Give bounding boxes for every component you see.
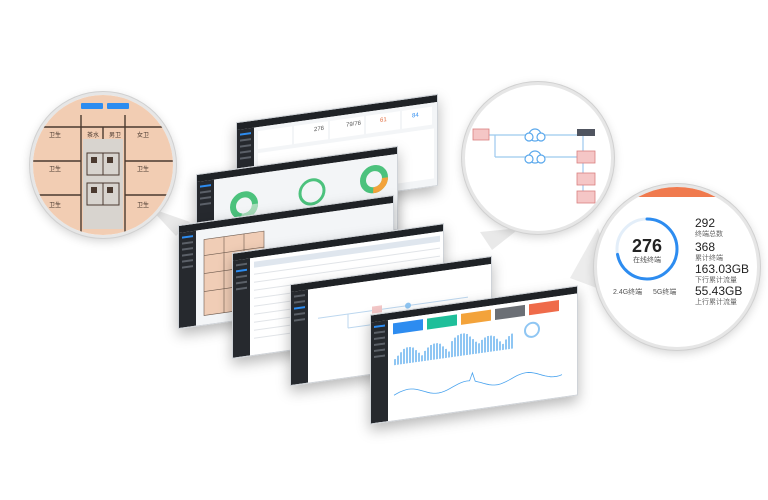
online-label: 在线终端 xyxy=(633,257,661,264)
room-label-4: 男卫 xyxy=(109,132,121,139)
side-nav xyxy=(371,320,388,424)
topology-cone xyxy=(480,228,520,250)
floorplan-button-2[interactable] xyxy=(107,103,129,109)
source-device-icon[interactable] xyxy=(472,128,490,141)
traffic-bar xyxy=(484,337,486,353)
traffic-bar xyxy=(475,341,477,354)
traffic-bar xyxy=(448,351,450,358)
traffic-bar xyxy=(496,338,498,351)
traffic-charts xyxy=(393,321,563,396)
traffic-bar xyxy=(427,347,429,361)
traffic-bar xyxy=(412,347,414,363)
traffic-line xyxy=(393,371,563,396)
traffic-bar xyxy=(445,348,447,359)
top-strip xyxy=(637,187,727,197)
traffic-bar xyxy=(442,346,444,359)
traffic-bar xyxy=(508,335,510,350)
traffic-bar xyxy=(469,336,471,355)
traffic-bar xyxy=(397,355,399,365)
stat-cumulative: 368 累计终端 xyxy=(695,240,723,263)
side-nav xyxy=(291,289,308,386)
room-label-8: 卫生 xyxy=(137,201,149,209)
room-label-3: 茶水 xyxy=(87,131,99,139)
traffic-bar xyxy=(481,339,483,354)
traffic-bar xyxy=(451,340,453,358)
traffic-bar xyxy=(430,344,432,361)
traffic-bar xyxy=(406,347,408,364)
stat-uplink: 55.43GB 上行累计流量 xyxy=(695,284,743,307)
server-icon[interactable] xyxy=(577,129,595,136)
traffic-bar xyxy=(493,336,495,352)
traffic-bar xyxy=(433,343,435,360)
room-label-2: 卫生 xyxy=(49,165,61,173)
traffic-bar xyxy=(424,350,426,362)
stat-total: 292 终端总数 xyxy=(695,216,723,239)
online-count: 276 xyxy=(631,236,663,256)
traffic-bar xyxy=(472,339,474,355)
traffic-bar xyxy=(511,333,513,349)
cloud-icon[interactable] xyxy=(524,150,546,164)
cloud-icon[interactable] xyxy=(524,128,546,142)
floorplan-button-1[interactable] xyxy=(81,103,103,109)
traffic-bar xyxy=(415,350,417,363)
zoom-stats: 276 在线终端 2.4G终端 5G终端 292 终端总数 368 累计终端 1… xyxy=(594,184,760,350)
band-24g: 2.4G终端 xyxy=(613,289,643,296)
zoom-topology xyxy=(462,82,614,234)
traffic-bar xyxy=(460,333,462,356)
traffic-bar xyxy=(421,355,423,362)
traffic-bar xyxy=(505,339,507,350)
zoom-floorplan: 卫生 卫生 茶水 男卫 女卫 卫生 卫生 卫生 xyxy=(30,92,176,238)
traffic-bar xyxy=(463,333,465,356)
room-label-1: 卫生 xyxy=(49,131,61,139)
traffic-bar xyxy=(466,333,468,356)
traffic-bar xyxy=(394,358,396,366)
topology-zoom-drawing xyxy=(472,128,596,204)
traffic-bar xyxy=(403,348,405,364)
traffic-bar xyxy=(439,343,441,359)
traffic-bar xyxy=(409,346,411,364)
traffic-bar xyxy=(457,335,459,357)
traffic-bar xyxy=(400,352,402,365)
room-label-5: 女卫 xyxy=(137,131,149,139)
alert-icon[interactable] xyxy=(576,172,596,186)
traffic-bar xyxy=(499,341,501,351)
floorplan-zoom-drawing: 卫生 卫生 茶水 男卫 女卫 卫生 卫生 卫生 xyxy=(33,95,173,235)
content-area xyxy=(388,293,577,422)
side-nav xyxy=(233,258,250,358)
room-label-7: 卫生 xyxy=(137,165,149,173)
traffic-bar xyxy=(502,343,504,351)
traffic-bar xyxy=(478,343,480,354)
ring-center: 276 在线终端 xyxy=(617,237,677,265)
side-nav xyxy=(179,230,196,329)
traffic-bar xyxy=(487,335,489,353)
router-icon[interactable] xyxy=(576,150,596,164)
traffic-bar xyxy=(490,335,492,352)
screen-main-dashboard xyxy=(370,285,578,425)
stat-downlink: 163.03GB 下行累计流量 xyxy=(695,262,750,285)
traffic-bar xyxy=(436,343,438,360)
room-label-6: 卫生 xyxy=(49,201,61,209)
online-ring xyxy=(615,217,679,281)
traffic-bar xyxy=(454,337,456,357)
alert-icon[interactable] xyxy=(576,190,596,204)
band-5g: 5G终端 xyxy=(653,289,677,296)
overview-stat-3: 61 xyxy=(380,117,387,124)
traffic-bar xyxy=(418,352,420,362)
overview-stat-4: 84 xyxy=(412,112,419,120)
